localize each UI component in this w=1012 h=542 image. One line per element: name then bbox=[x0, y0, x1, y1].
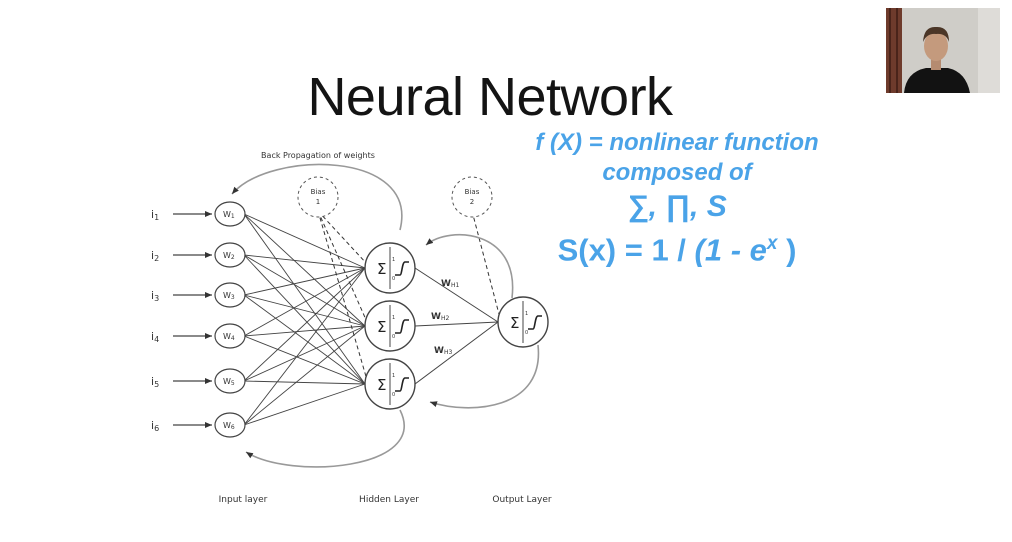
hidden-weight-label-1: WH1 bbox=[441, 279, 459, 289]
input-label-2: i2 bbox=[151, 249, 159, 263]
weight-label-5: W5 bbox=[223, 377, 235, 387]
output-neuron-activation-curve bbox=[528, 315, 542, 330]
weight-connection bbox=[243, 294, 366, 327]
weight-connection bbox=[243, 325, 366, 426]
weight-label-6: W6 bbox=[223, 421, 235, 431]
bias1-connection bbox=[317, 210, 368, 265]
hidden-weight-label-3: WH3 bbox=[434, 346, 452, 356]
hidden-neuron-2-act-top: 1 bbox=[392, 315, 395, 321]
weight-connection bbox=[243, 254, 366, 385]
input-node-6 bbox=[214, 412, 246, 438]
weight-connection bbox=[243, 335, 366, 385]
hidden-layer-label: Hidden Layer bbox=[359, 495, 419, 505]
backprop-arc-output-top bbox=[425, 234, 514, 299]
hidden-neuron-3-act-bottom: 0 bbox=[392, 392, 395, 398]
hidden-output-connection bbox=[414, 267, 499, 323]
bias2-connection bbox=[471, 210, 501, 319]
formula-line-2: composed of bbox=[602, 159, 752, 186]
weight-connection bbox=[243, 325, 366, 382]
input-label-1: i1 bbox=[151, 208, 159, 222]
hidden-neuron-2-activation-curve bbox=[395, 319, 409, 334]
bias-node-1-label: Bias bbox=[311, 188, 326, 196]
slide-title: Neural Network bbox=[307, 67, 673, 127]
bias-node-1 bbox=[297, 176, 339, 218]
output-neuron-act-top: 1 bbox=[525, 311, 528, 317]
webcam-thumbnail bbox=[886, 8, 1000, 93]
output-layer-label: Output Layer bbox=[492, 495, 552, 505]
input-node-2 bbox=[214, 242, 246, 268]
sigmoid-prefix: S(x) = 1 / bbox=[557, 232, 695, 268]
input-layer-label: Input layer bbox=[219, 495, 268, 505]
input-label-6: i6 bbox=[151, 419, 159, 433]
weight-connection bbox=[243, 380, 366, 385]
weight-connection bbox=[243, 383, 366, 426]
input-label-4: i4 bbox=[151, 330, 159, 344]
formula-line-3: ∑, ∏, S bbox=[627, 190, 727, 223]
weight-connection bbox=[243, 267, 366, 426]
weight-connection bbox=[243, 213, 366, 385]
bias-node-2 bbox=[451, 176, 493, 218]
hidden-output-connection bbox=[414, 321, 499, 385]
hidden-neuron-3-activation-curve bbox=[395, 377, 409, 392]
input-label-5: i5 bbox=[151, 375, 159, 389]
bias-node-1-index: 1 bbox=[316, 198, 320, 206]
weight-label-4: W4 bbox=[223, 332, 235, 342]
weight-label-1: W1 bbox=[223, 210, 235, 220]
hidden-neuron-1-act-bottom: 0 bbox=[392, 276, 395, 282]
connection-lines bbox=[173, 163, 540, 468]
formula-block: f (X) = nonlinear function composed of ∑… bbox=[512, 128, 842, 268]
formula-line-4: S(x) = 1 / (1 - ex ) bbox=[512, 226, 842, 268]
weight-connection bbox=[243, 254, 366, 327]
weight-connection bbox=[243, 267, 366, 382]
input-node-4 bbox=[214, 323, 246, 349]
weight-connection bbox=[243, 267, 366, 337]
presenter-image bbox=[886, 8, 1000, 93]
weight-connection bbox=[243, 325, 366, 337]
backprop-arc-bottom bbox=[245, 409, 405, 468]
hidden-neuron-3-sigma: Σ bbox=[377, 376, 386, 394]
backprop-arc-top bbox=[231, 163, 403, 231]
weight-connection bbox=[243, 213, 366, 327]
hidden-neuron-2-act-bottom: 0 bbox=[392, 334, 395, 340]
weight-connection bbox=[243, 294, 366, 385]
weight-connection bbox=[243, 267, 366, 296]
output-neuron-act-bottom: 0 bbox=[525, 330, 528, 336]
formula-line-1: f (X) = nonlinear function bbox=[535, 129, 819, 156]
input-node-3 bbox=[214, 282, 246, 308]
weight-label-2: W2 bbox=[223, 251, 235, 261]
input-label-3: i3 bbox=[151, 289, 159, 303]
weight-connection bbox=[243, 213, 366, 269]
output-neuron-sigma: Σ bbox=[510, 314, 519, 332]
hidden-output-connection bbox=[414, 321, 499, 327]
hidden-neuron-2-sigma: Σ bbox=[377, 318, 386, 336]
network-nodes bbox=[214, 176, 549, 438]
backprop-arc-output-bottom bbox=[429, 344, 540, 409]
hidden-neuron-1-act-top: 1 bbox=[392, 257, 395, 263]
bias-node-2-label: Bias bbox=[465, 188, 480, 196]
bias1-connection bbox=[317, 210, 368, 381]
hidden-weight-label-2: WH2 bbox=[431, 312, 449, 322]
input-node-5 bbox=[214, 368, 246, 394]
hidden-neuron-1-activation-curve bbox=[395, 261, 409, 276]
bias1-connection bbox=[317, 210, 368, 323]
sigmoid-exponent: x bbox=[766, 233, 778, 254]
weight-label-3: W3 bbox=[223, 291, 235, 301]
input-node-1 bbox=[214, 201, 246, 227]
sigmoid-suffix: ) bbox=[777, 232, 797, 268]
bias-node-2-index: 2 bbox=[470, 198, 474, 206]
hidden-neuron-1-sigma: Σ bbox=[377, 260, 386, 278]
hidden-neuron-3-act-top: 1 bbox=[392, 373, 395, 379]
weight-connection bbox=[243, 254, 366, 269]
sigmoid-denominator: (1 - e bbox=[694, 232, 767, 268]
backprop-label: Back Propagation of weights bbox=[261, 151, 375, 160]
